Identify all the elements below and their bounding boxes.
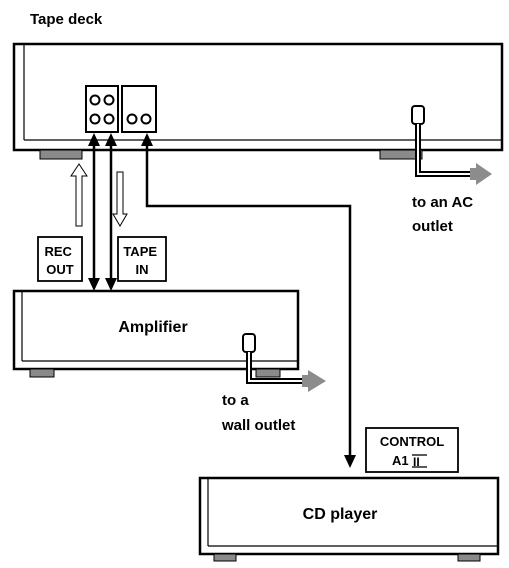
tape-deck-foot-left <box>39 149 83 160</box>
svg-text:A1: A1 <box>392 453 409 468</box>
cd-player-foot-right <box>457 553 481 562</box>
rec-out-flow-arrow <box>70 163 88 227</box>
amplifier-power-cord <box>242 333 306 384</box>
audio-cables <box>88 133 117 291</box>
svg-text:REC OUT: REC OUT <box>44 244 75 277</box>
cd-player-label: CD player <box>303 506 378 523</box>
rec-out-jacks <box>85 85 119 133</box>
tape-in-jacks <box>121 85 157 133</box>
svg-text:CONTROL: CONTROL <box>380 434 444 449</box>
ac-outlet-label: to an AC outlet <box>412 194 477 235</box>
tape-deck-foot-right <box>379 149 423 160</box>
amplifier-foot-left <box>29 368 55 378</box>
control-a1-cable <box>141 133 356 468</box>
amplifier-label: Amplifier <box>118 319 187 336</box>
ac-outlet-arrow <box>470 163 492 185</box>
tape-deck-power-cord <box>411 105 475 177</box>
control-a1-box: CONTROL A1 II <box>365 427 459 473</box>
cd-player-foot-left <box>213 553 237 562</box>
wall-outlet-arrow <box>302 370 326 392</box>
control-a1-symbol: II <box>413 455 420 469</box>
svg-text:TAPE IN: TAPE IN <box>123 244 160 277</box>
cd-player-unit <box>198 476 500 556</box>
tape-in-box: TAPE IN <box>117 236 167 282</box>
tape-deck-label: Tape deck <box>30 11 103 28</box>
tape-in-flow-arrow <box>112 171 128 227</box>
rec-out-box: REC OUT <box>37 236 83 282</box>
wall-outlet-label: to a wall outlet <box>221 392 295 434</box>
amplifier-foot-right <box>255 368 281 378</box>
